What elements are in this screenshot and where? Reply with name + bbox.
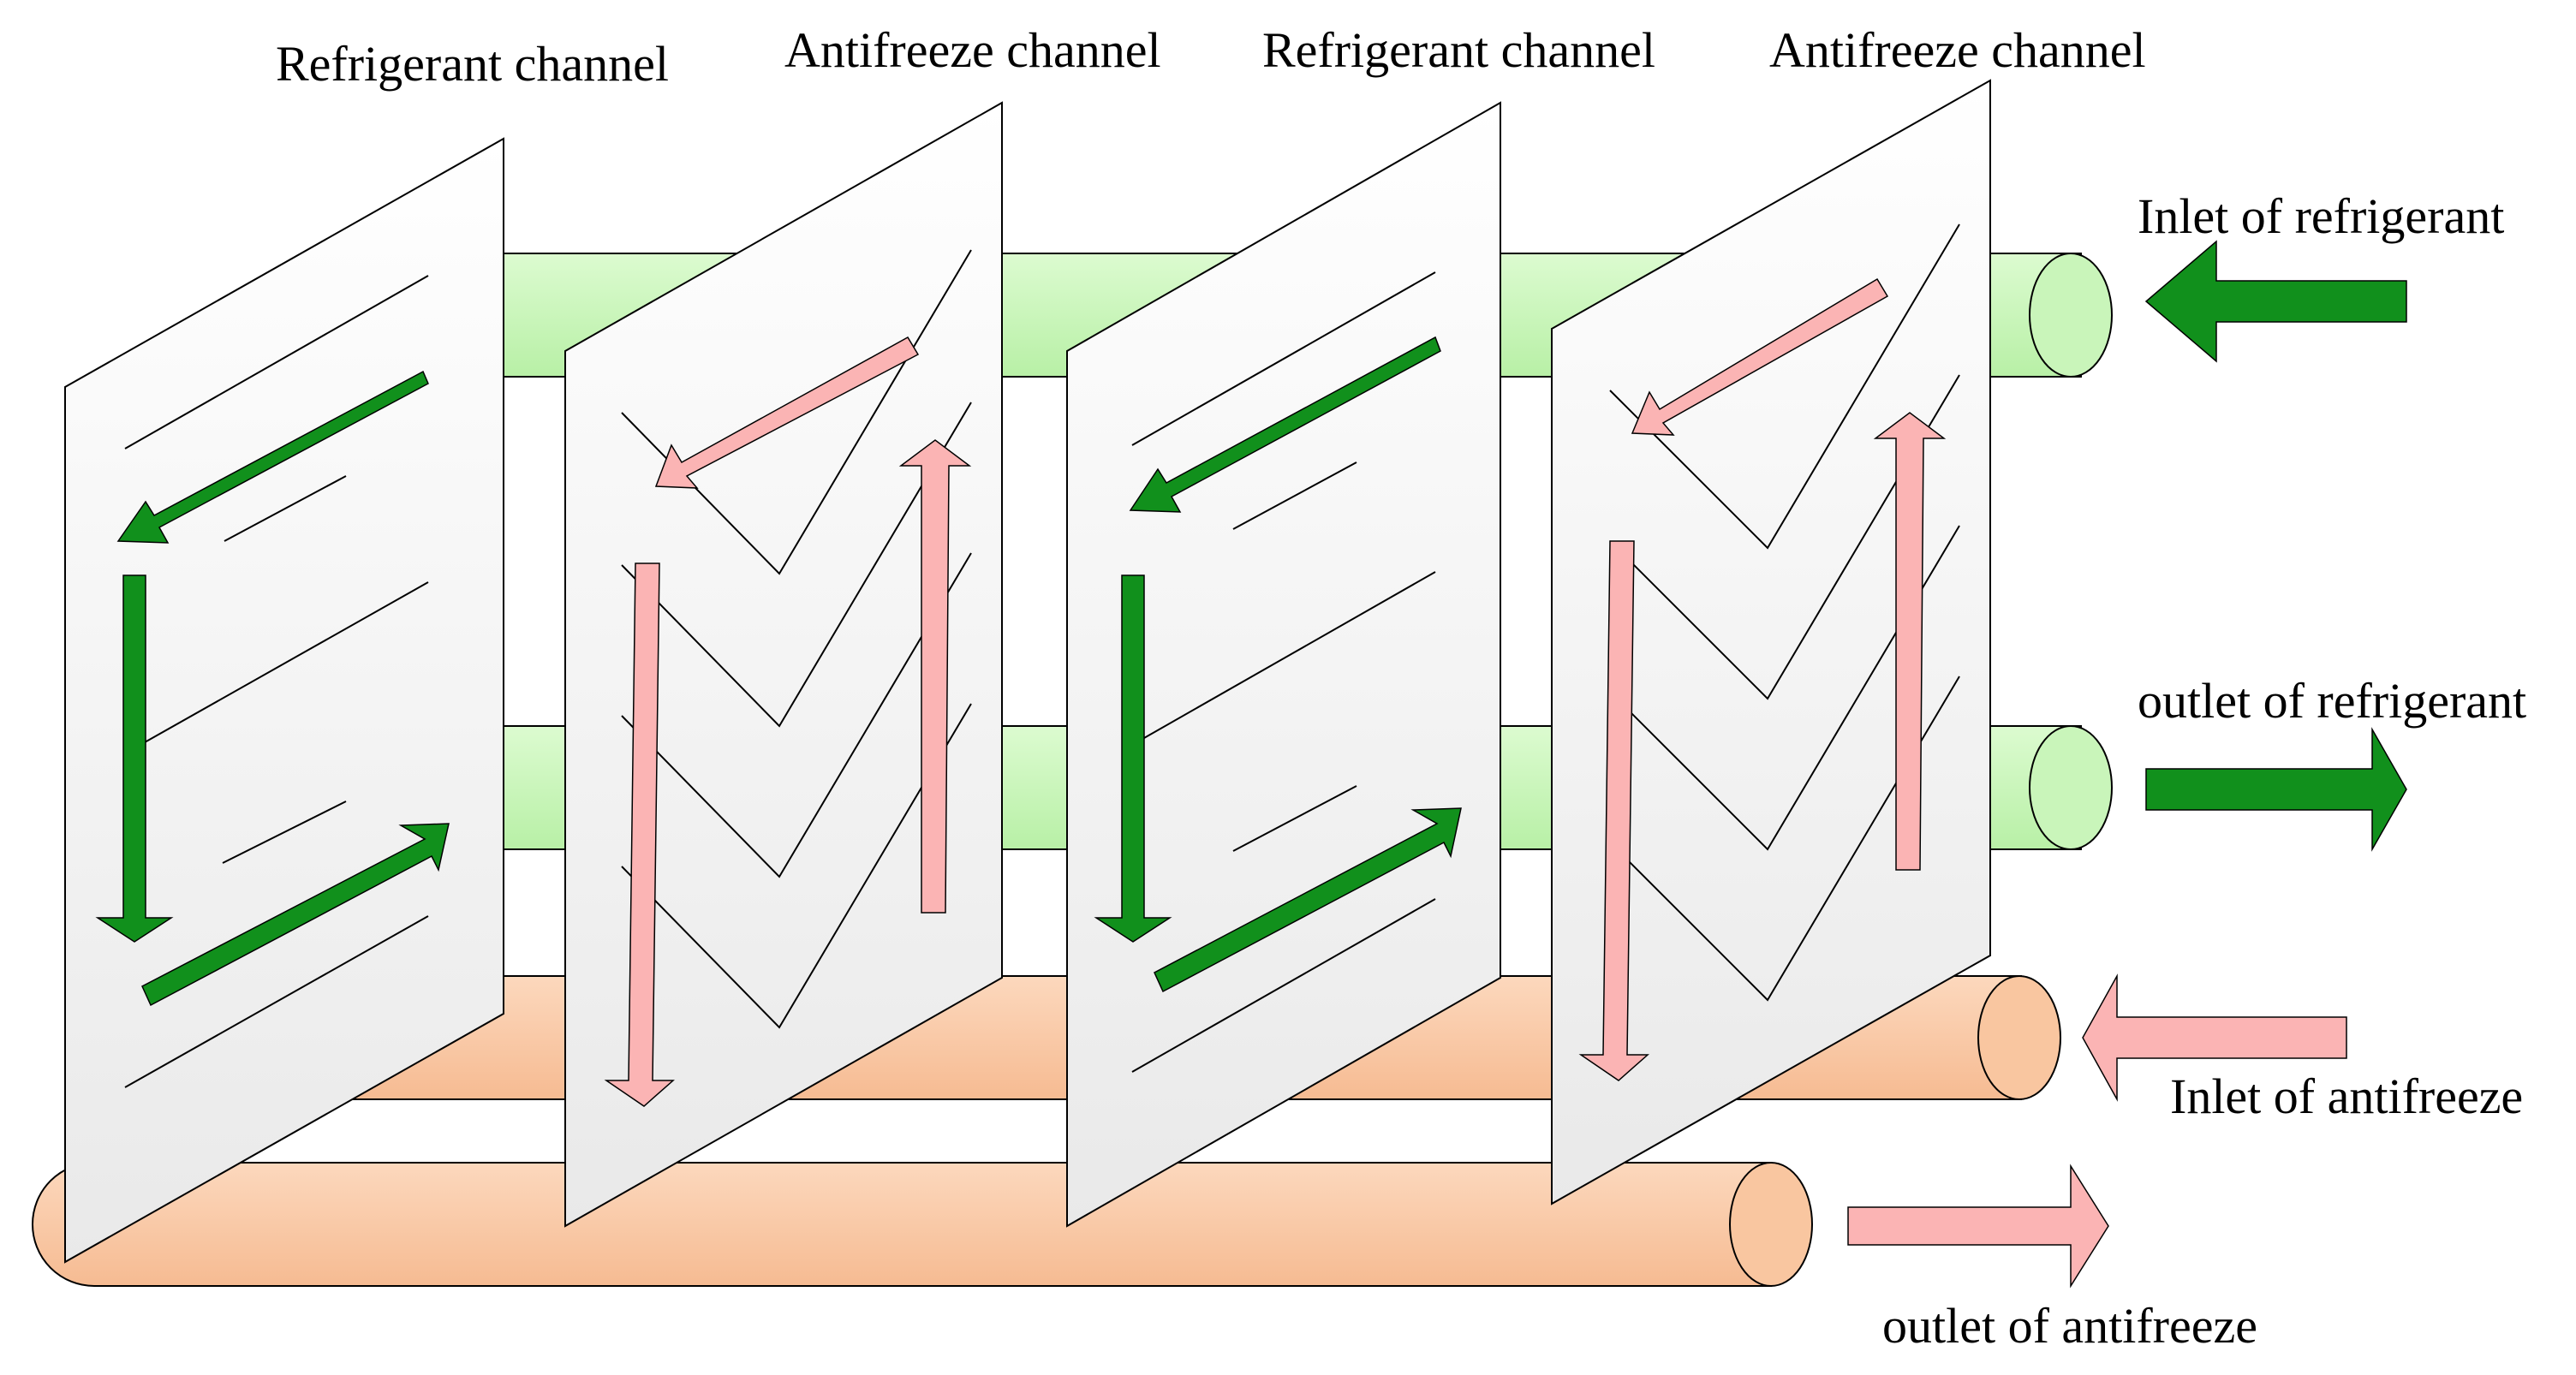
refrigerant-flow-arrow-down bbox=[95, 574, 174, 943]
antifreeze-flow-arrow-up-2 bbox=[1873, 412, 1947, 871]
antifreeze-flow-arrow-diagonal-down bbox=[654, 336, 920, 489]
refrigerant-flow-arrow-diagonal-up-2 bbox=[1154, 807, 1462, 993]
outlet-refrigerant-arrow bbox=[2145, 727, 2407, 852]
plate-3-ribs bbox=[1131, 271, 1436, 1073]
plate-antifreeze-2 bbox=[564, 101, 1003, 1228]
label-inlet-refrigerant: Inlet of refrigerant bbox=[2138, 188, 2504, 244]
inlet-antifreeze-arrow bbox=[2082, 973, 2347, 1102]
plate-refrigerant-1 bbox=[64, 137, 504, 1264]
outlet-antifreeze-arrow bbox=[1847, 1164, 2109, 1289]
refrigerant-flow-arrow-down-2 bbox=[1094, 574, 1172, 943]
label-inlet-antifreeze: Inlet of antifreeze bbox=[2170, 1068, 2523, 1124]
antifreeze-flow-arrow-down-2 bbox=[1578, 540, 1649, 1081]
antifreeze-flow-arrow-down bbox=[604, 562, 675, 1107]
antifreeze-flow-arrow-up bbox=[898, 439, 972, 914]
refrigerant-flow-arrow-diagonal-up bbox=[141, 823, 450, 1007]
label-refrigerant-channel-1: Refrigerant channel bbox=[276, 36, 669, 92]
label-outlet-antifreeze: outlet of antifreeze bbox=[1882, 1298, 2257, 1354]
inlet-refrigerant-arrow bbox=[2144, 240, 2407, 363]
refrigerant-flow-arrow-diagonal-down bbox=[116, 370, 429, 544]
label-antifreeze-channel-2: Antifreeze channel bbox=[784, 22, 1161, 78]
label-outlet-refrigerant: outlet of refrigerant bbox=[2138, 673, 2526, 729]
refrigerant-flow-arrow-diagonal-down-2 bbox=[1129, 336, 1441, 513]
label-antifreeze-channel-4: Antifreeze channel bbox=[1769, 22, 2146, 78]
label-refrigerant-channel-3: Refrigerant channel bbox=[1262, 22, 1655, 78]
antifreeze-flow-arrow-diagonal-down-2 bbox=[1631, 277, 1889, 436]
plate-refrigerant-3 bbox=[1066, 101, 1501, 1228]
plate-1-ribs bbox=[124, 275, 429, 1088]
plate-antifreeze-4 bbox=[1551, 79, 1991, 1205]
antifreeze-outlet-pipe bbox=[32, 1162, 1813, 1287]
